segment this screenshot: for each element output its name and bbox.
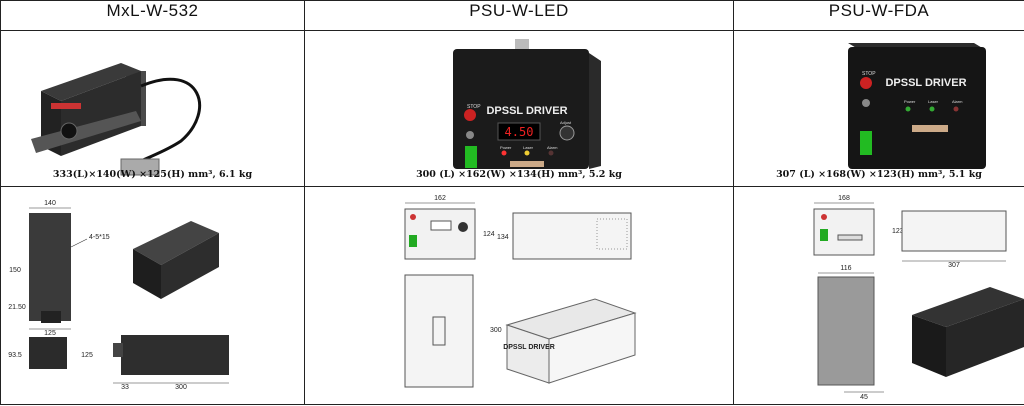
laser-head-photo — [31, 63, 201, 176]
panel-label: DPSSL DRIVER — [885, 77, 966, 89]
adjust-knob-icon — [559, 125, 575, 141]
dim-height: 134 — [497, 234, 509, 241]
stop-label: STOP — [862, 71, 876, 77]
dim-top-width: 116 — [840, 265, 851, 272]
model-header: MxL-W-532 — [0, 0, 305, 31]
model-header: PSU-W-LED — [304, 0, 734, 31]
psu-led-drawing-cell: 162 124 134 300 DPSSL DRIVER — [304, 186, 734, 405]
dim-panel-height: 124 — [483, 231, 495, 238]
dimensions-caption: 333(L)×140(W) ×125(H) mm³, 6.1 kg — [52, 169, 253, 180]
stop-button-icon — [464, 109, 476, 121]
psu-fda-drawing: 168 123 307 116 45 — [813, 195, 1024, 401]
dim-side-total: 125 — [81, 352, 93, 359]
psu-led-photo-cell: DPSSL DRIVER STOP 4.50 Adjust Power Lase… — [304, 30, 734, 187]
dim-length: 300 — [175, 384, 187, 391]
dim-height: 123 — [892, 228, 904, 235]
psu-fda-photo-cell: DPSSL DRIVER STOP Power Laser Alarm 307 … — [733, 30, 1024, 187]
laser-head-photo-cell: 333(L)×140(W) ×125(H) mm³, 6.1 kg — [0, 30, 305, 187]
dim-width: 140 — [44, 200, 56, 207]
indicator-label: Power — [500, 145, 512, 150]
display-readout: 4.50 — [505, 125, 534, 139]
power-switch-icon — [465, 146, 477, 168]
power-switch-icon — [860, 131, 872, 155]
dim-width: 162 — [434, 195, 446, 202]
dim-offset: 21.50 — [8, 304, 26, 311]
panel-label: DPSSL DRIVER — [503, 344, 555, 351]
drawing-row: 140 4-5*15 150 21.50 125 93.5 125 33 300 — [0, 186, 1024, 405]
model-header: PSU-W-FDA — [733, 0, 1024, 31]
panel-label: DPSSL DRIVER — [486, 105, 567, 117]
dim-side-height: 93.5 — [8, 352, 22, 359]
dimensions-caption: 300 (L) ×162(W) ×134(H) mm³, 5.2 kg — [416, 169, 622, 180]
dim-length: 307 — [948, 262, 960, 269]
stop-label: STOP — [467, 104, 481, 110]
indicator-label: Laser — [523, 145, 534, 150]
laser-head-drawing: 140 4-5*15 150 21.50 125 93.5 125 33 300 — [8, 200, 229, 391]
indicator-label: Power — [904, 99, 916, 104]
indicator-label: Alarm — [952, 99, 963, 104]
psu-led-drawing: 162 124 134 300 DPSSL DRIVER — [404, 195, 637, 388]
dim-height: 150 — [9, 267, 21, 274]
indicator-label: Laser — [928, 99, 939, 104]
header-row: MxL-W-532 PSU-W-LED PSU-W-FDA — [0, 0, 1024, 31]
dim-hole: 4-5*15 — [89, 234, 110, 241]
dimensions-caption: 307 (L) ×168(W) ×123(H) mm³, 5.1 kg — [776, 169, 982, 180]
dim-nose: 33 — [121, 384, 129, 391]
adjust-label: Adjust — [560, 120, 572, 125]
psu-led-photo: DPSSL DRIVER STOP 4.50 Adjust Power Lase… — [453, 39, 601, 169]
psu-fda-photo: DPSSL DRIVER STOP Power Laser Alarm — [848, 43, 986, 169]
stop-button-icon — [860, 77, 872, 89]
psu-fda-drawing-cell: 168 123 307 116 45 — [733, 186, 1024, 405]
dim-width: 168 — [838, 195, 850, 202]
laser-head-drawing-cell: 140 4-5*15 150 21.50 125 93.5 125 33 300 — [0, 186, 305, 405]
photo-row: 333(L)×140(W) ×125(H) mm³, 6.1 kg DPSSL … — [0, 30, 1024, 187]
dim-foot: 45 — [860, 394, 868, 401]
indicator-label: Alarm — [547, 145, 558, 150]
dim-base: 125 — [44, 330, 56, 337]
dim-length: 300 — [490, 327, 502, 334]
